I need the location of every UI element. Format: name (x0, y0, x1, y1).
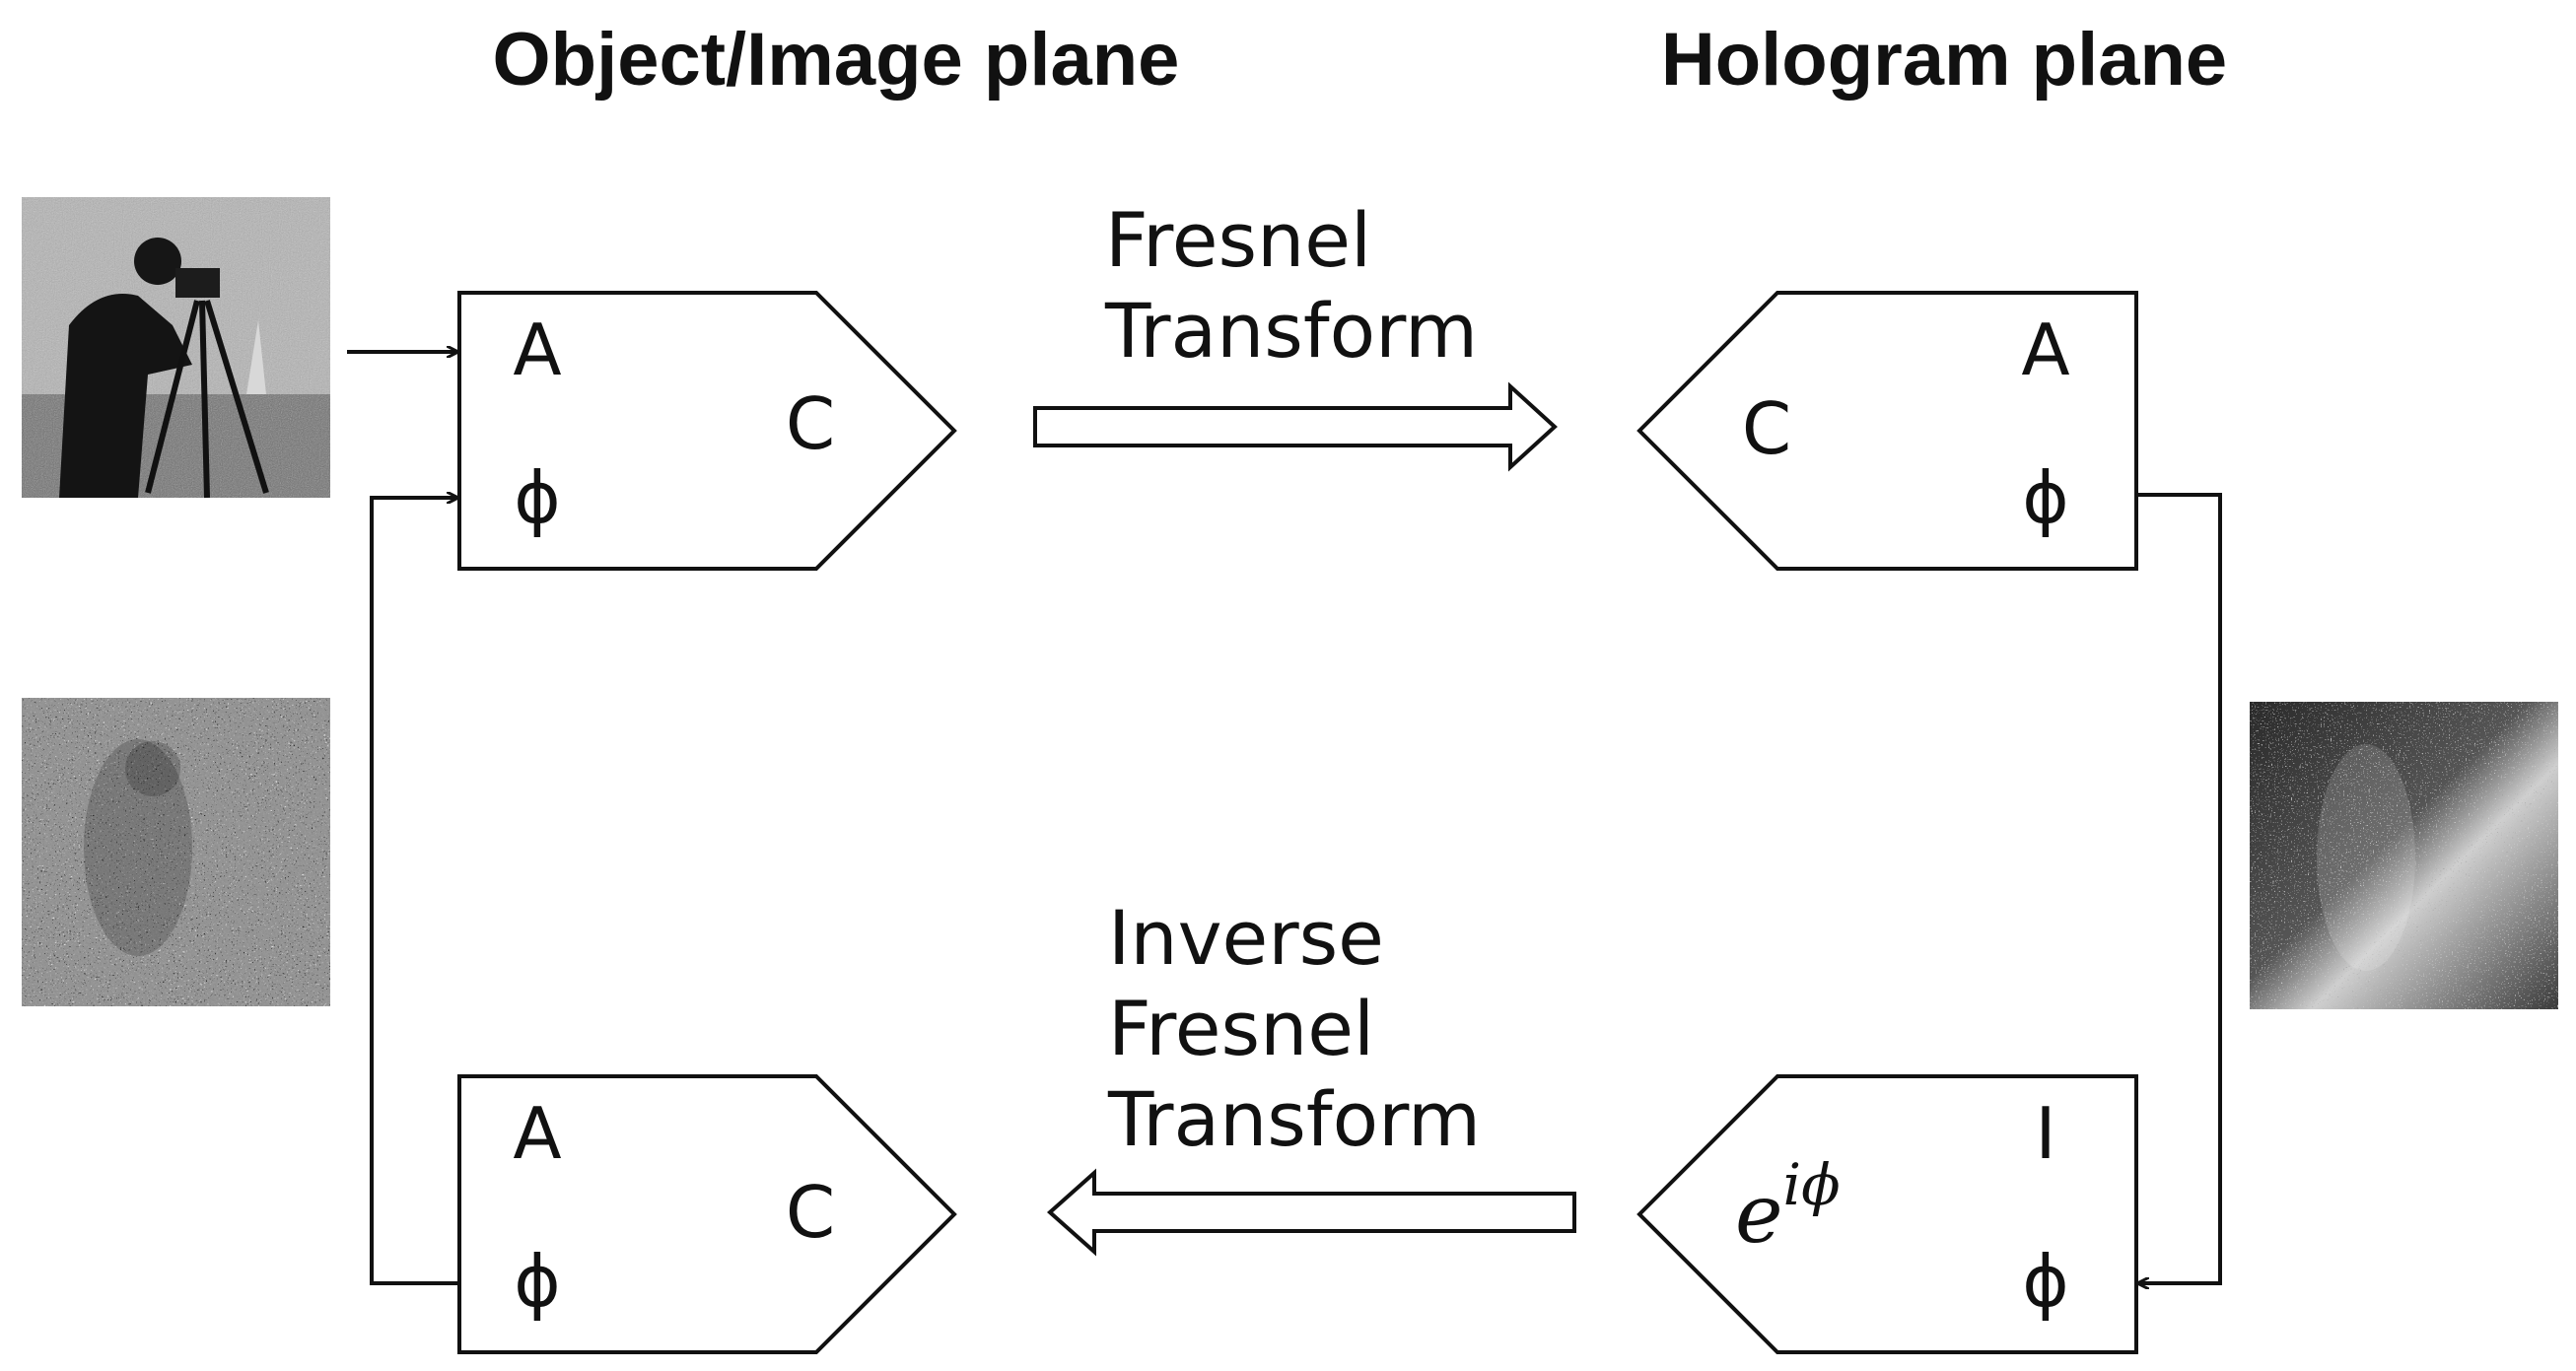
phase-label: ϕ (514, 1240, 561, 1323)
hologram-plane-heading: Hologram plane (1661, 18, 2227, 102)
inverse-fresnel-transform-label: Inverse Fresnel Transform (1107, 894, 1481, 1163)
random-phase-image-thumbnail (22, 698, 330, 1006)
amplitude-label: A (2021, 308, 2069, 391)
complex-field-label: C (786, 1171, 835, 1254)
object-image-plane-heading: Object/Image plane (493, 18, 1180, 102)
phase-exponential-label: eiϕ (1735, 1151, 1841, 1262)
hologram-phase-connector (2136, 493, 2222, 1283)
feedback-phase-connector (370, 498, 459, 1285)
hologram-plane-block-top: A ϕ C (1636, 291, 2138, 571)
fresnel-transform-label: Fresnel Transform (1104, 196, 1478, 375)
fresnel-transform-arrow (1033, 381, 1558, 472)
intensity-label: I (2035, 1092, 2055, 1175)
amplitude-label: A (513, 1092, 561, 1175)
object-plane-block-bottom: A ϕ C (457, 1074, 957, 1354)
amplitude-label: A (513, 308, 561, 391)
phase-hologram-image-thumbnail (2250, 702, 2558, 1009)
object-plane-block-top: A ϕ C (457, 291, 957, 571)
hologram-plane-block-bottom: I ϕ eiϕ (1636, 1074, 2138, 1354)
phase-label: ϕ (2022, 1240, 2069, 1323)
phase-label: ϕ (514, 456, 561, 539)
cameraman-image-thumbnail (22, 197, 330, 499)
phase-label: ϕ (2022, 456, 2069, 539)
complex-field-label: C (1742, 387, 1791, 470)
inverse-fresnel-transform-arrow (1046, 1168, 1576, 1257)
complex-field-label: C (786, 382, 835, 465)
